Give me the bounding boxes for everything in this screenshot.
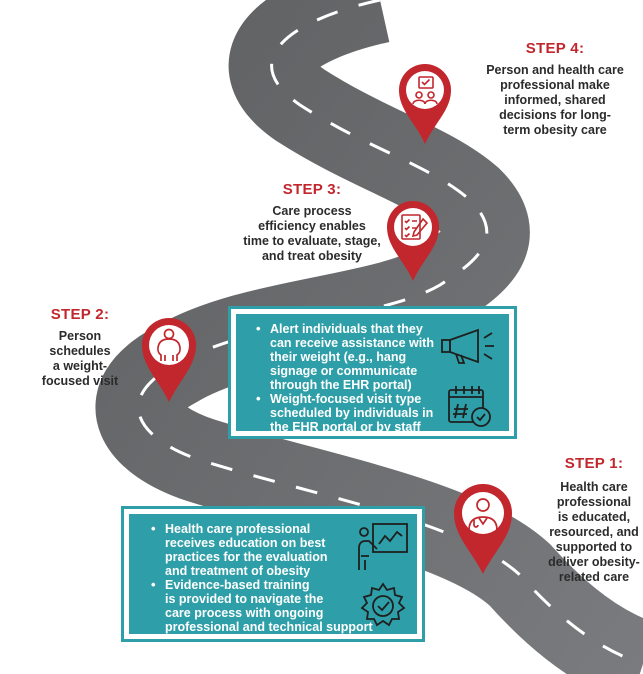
checklist-icon xyxy=(401,214,429,240)
info-box-scheduling: Alert individuals that they can receive … xyxy=(228,306,517,439)
step-1-line-7: related care xyxy=(558,570,630,584)
shared-decision-icon xyxy=(412,76,438,105)
step-2-line-4: focused visit xyxy=(41,374,119,388)
bullet-line: care process with ongoing xyxy=(165,606,324,620)
step-1-line-2: professional xyxy=(556,495,632,509)
bullet-line: signage or communicate xyxy=(270,364,418,378)
doctor-icon xyxy=(468,498,498,531)
training-bullet-list: Health care professional receives educat… xyxy=(143,522,373,634)
bullet-line: scheduled by individuals in xyxy=(270,406,434,420)
bullet-line: professional and technical support xyxy=(165,620,373,634)
step-1-label: STEP 1: Health care professional is educ… xyxy=(548,455,640,585)
step-1-title: STEP 1: xyxy=(564,455,624,472)
bullet-line: through the EHR portal) xyxy=(270,378,412,392)
bullet-line: is provided to navigate the xyxy=(165,592,324,606)
step-3-line-2: efficiency enables xyxy=(258,219,366,233)
megaphone-icon xyxy=(441,328,494,364)
step-4-line-2: professional make xyxy=(500,78,610,92)
step-4-line-4: decisions for long- xyxy=(499,108,611,122)
step-3-label: STEP 3: Care process efficiency enables … xyxy=(232,181,392,264)
step-4-line-1: Person and health care xyxy=(486,63,624,77)
step-1-pin xyxy=(454,484,512,574)
bullet-line: Weight-focused visit type xyxy=(270,392,422,406)
step-4-title: STEP 4: xyxy=(525,40,585,57)
bullet-line: can receive assistance with xyxy=(270,336,434,350)
bullet-line: Evidence-based training xyxy=(165,578,310,592)
bullet-item: Weight-focused visit type scheduled by i… xyxy=(256,392,455,434)
bullet-item: Health care professional receives educat… xyxy=(151,522,370,578)
presentation-icon xyxy=(358,523,408,570)
step-2-line-2: schedules xyxy=(49,344,111,358)
step-2-line-1: Person xyxy=(58,329,102,343)
bullet-line: the EHR portal or by staff xyxy=(270,420,421,434)
step-2-title: STEP 2: xyxy=(50,306,110,323)
calendar-check-icon xyxy=(448,386,491,427)
step-4-line-5: term obesity care xyxy=(503,123,607,137)
step-3-line-4: and treat obesity xyxy=(261,249,363,263)
step-1-line-5: supported to xyxy=(555,540,633,554)
step-1-line-6: deliver obesity- xyxy=(548,555,640,569)
person-icon xyxy=(157,328,181,361)
step-3-title: STEP 3: xyxy=(282,181,342,198)
step-3-pin xyxy=(387,201,439,281)
bullet-line: Health care professional xyxy=(165,522,311,536)
bullet-line: practices for the evaluation xyxy=(165,550,328,564)
info-box-training: Health care professional receives educat… xyxy=(121,506,425,642)
bullet-line: Alert individuals that they xyxy=(270,322,423,336)
step-1-line-1: Health care xyxy=(560,480,628,494)
bullet-item: Alert individuals that they can receive … xyxy=(256,322,455,392)
step-2-line-3: a weight- xyxy=(52,359,108,373)
bullet-line: and treatment of obesity xyxy=(165,564,311,578)
bullet-line: receives education on best xyxy=(165,536,326,550)
step-4-line-3: informed, shared xyxy=(504,93,606,107)
step-3-line-3: time to evaluate, stage, xyxy=(243,234,381,248)
step-2-label: STEP 2: Person schedules a weight- focus… xyxy=(28,306,132,389)
step-2-pin xyxy=(142,318,196,402)
scheduling-bullet-list: Alert individuals that they can receive … xyxy=(248,322,455,434)
step-1-line-3: is educated, xyxy=(557,510,631,524)
bullet-item: Evidence-based training is provided to n… xyxy=(151,578,373,634)
step-4-pin xyxy=(399,64,451,144)
step-4-label: STEP 4: Person and health care professio… xyxy=(470,40,640,138)
bullet-line: their weight (e.g., hang xyxy=(270,350,407,364)
step-3-line-1: Care process xyxy=(272,204,352,218)
gear-check-icon xyxy=(360,582,406,627)
step-1-line-4: resourced, and xyxy=(549,525,639,539)
